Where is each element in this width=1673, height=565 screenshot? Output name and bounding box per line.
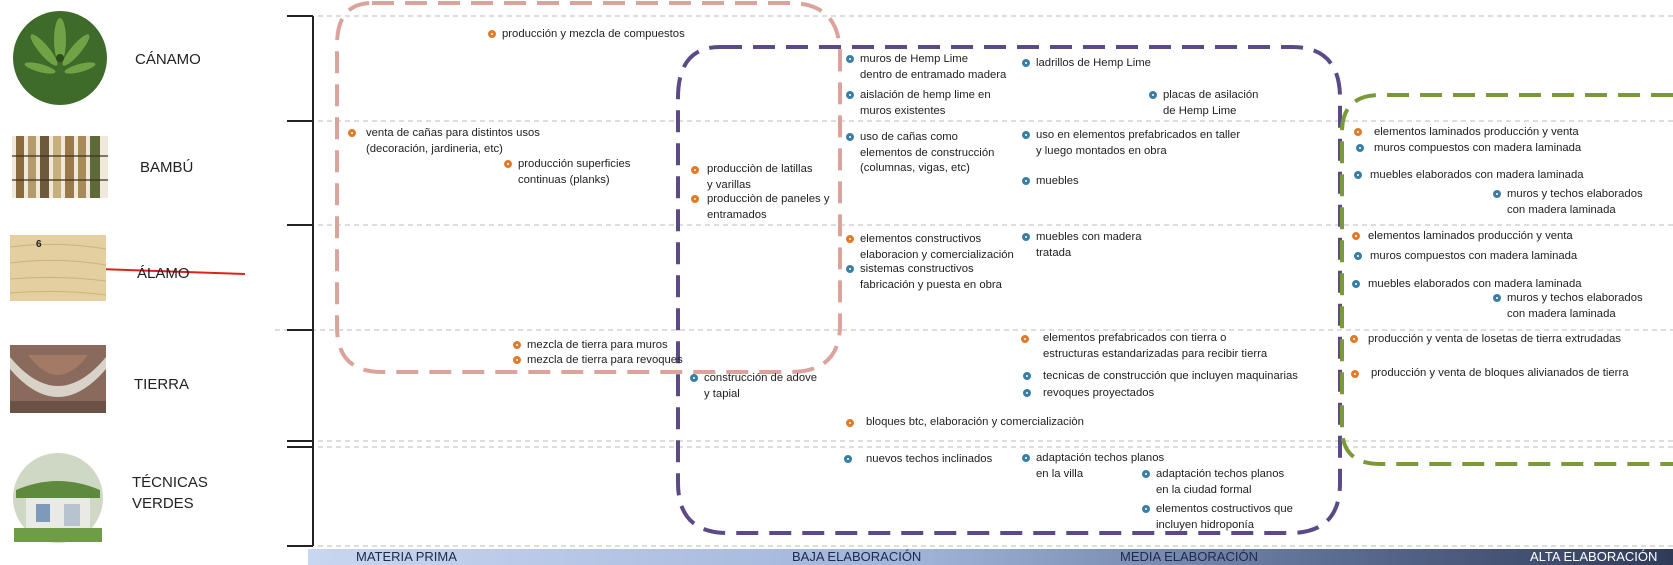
marker-dot: [1350, 335, 1358, 343]
marker-dot: [1493, 294, 1501, 302]
list-item: muros y techos elaborados con madera lam…: [1493, 187, 1643, 218]
marker-dot: [1022, 177, 1030, 185]
marker-dot: [844, 455, 852, 463]
marker-dot: [488, 30, 496, 38]
group-outline-pink: [335, 0, 842, 374]
list-item: aislación de hemp lime en muros existent…: [846, 88, 991, 119]
marker-dot: [513, 341, 521, 349]
marker-dot: [1023, 389, 1031, 397]
marker-dot: [504, 160, 512, 168]
list-item: muros de Hemp Lime dentro de entramado m…: [846, 52, 1006, 83]
list-item: mezcla de tierra para muros: [513, 338, 668, 354]
list-item: elementos laminados producción y venta: [1354, 125, 1579, 141]
marker-dot: [846, 91, 854, 99]
list-item: uso de cañas como elementos de construcc…: [846, 130, 994, 177]
list-item: producción y mezcla de compuestos: [488, 27, 685, 43]
list-item: elementos laminados producción y venta: [1352, 229, 1573, 245]
axis-label-baja-elaboracion: BAJA ELABORACIÓN: [792, 549, 922, 564]
axis-label-alta-elaboracion: ALTA ELABORACIÓN: [1530, 549, 1658, 564]
elaboration-axis-bar: [308, 549, 1673, 565]
marker-dot: [691, 195, 699, 203]
list-item: producción y venta de bloques alivianado…: [1351, 366, 1628, 382]
marker-dot: [846, 419, 854, 427]
marker-dot: [1023, 372, 1031, 380]
list-item: producción y venta de losetas de tierra …: [1350, 332, 1621, 348]
row-label-bambu: BAMBÚ: [140, 159, 194, 176]
marker-dot: [1022, 233, 1030, 241]
marker-dot: [1142, 470, 1150, 478]
marker-dot: [1354, 128, 1362, 136]
list-item: muros y techos elaborados con madera lam…: [1493, 291, 1643, 322]
row-label-alamo: ÁLAMO: [137, 265, 190, 282]
marker-dot: [1022, 454, 1030, 462]
row-bracket: [287, 15, 314, 547]
list-item: muros compuestos con madera laminada: [1356, 141, 1581, 157]
list-item: construcción de adove y tapial: [690, 371, 817, 402]
earth-layers-image: [10, 345, 106, 413]
marker-dot: [1352, 280, 1360, 288]
group-outline-purple: [676, 45, 1342, 535]
list-item: muebles elaborados con madera laminada: [1354, 168, 1584, 184]
group-outline-green: [1340, 93, 1673, 466]
wood-badge: 6: [36, 239, 42, 250]
row-label-tecnicas-verdes: TÉCNICAS VERDES: [132, 474, 208, 512]
marker-dot: [1022, 131, 1030, 139]
marker-dot: [1022, 59, 1030, 67]
marker-dot: [690, 374, 698, 382]
row-label-tierra: TIERRA: [134, 376, 190, 393]
list-item: uso en elementos prefabricados en taller…: [1022, 128, 1240, 159]
list-item: muebles: [1022, 174, 1079, 190]
list-item: muebles elaborados con madera laminada: [1352, 277, 1582, 293]
list-item: adaptación techos planos en la ciudad fo…: [1142, 467, 1284, 498]
list-item: venta de cañas para distintos usos (deco…: [348, 126, 540, 157]
marker-dot: [513, 356, 521, 364]
list-item: sistemas constructivos fabricación y pue…: [846, 262, 1002, 293]
list-item: elementos prefabricados con tierra o est…: [1021, 331, 1267, 362]
axis-label-materia-prima: MATERIA PRIMA: [356, 549, 457, 564]
marker-dot: [1351, 370, 1359, 378]
list-item: tecnicas de construcción que incluyen ma…: [1023, 369, 1298, 385]
row-separators: [275, 15, 1673, 547]
green-roof-image: [13, 453, 103, 543]
marker-dot: [348, 129, 356, 137]
marker-dot: [846, 55, 854, 63]
list-item: muros compuestos con madera laminada: [1354, 249, 1577, 265]
list-item: producciòn de latillas y varillas: [691, 162, 813, 193]
marker-dot: [1021, 335, 1029, 343]
list-item: producciòn de paneles y entramados: [691, 192, 829, 223]
list-item: elementos constructivos elaboracion y co…: [846, 232, 1014, 263]
list-item: nuevos techos inclinados: [844, 452, 992, 468]
list-item: producción superficies continuas (planks…: [504, 157, 630, 188]
marker-dot: [1352, 232, 1360, 240]
list-item: ladrillos de Hemp Lime: [1022, 56, 1151, 72]
marker-dot: [1142, 505, 1150, 513]
list-item: placas de asilación de Hemp Lime: [1149, 88, 1258, 119]
list-item: muebles con madera tratada: [1022, 230, 1142, 261]
list-item: bloques btc, elaboración y comercializac…: [846, 415, 1084, 431]
marker-dot: [691, 166, 699, 174]
marker-dot: [1354, 171, 1362, 179]
list-item: elementos costructivos que incluyen hidr…: [1142, 502, 1293, 533]
marker-dot: [846, 133, 854, 141]
marker-dot: [846, 265, 854, 273]
marker-dot: [1356, 144, 1364, 152]
marker-dot: [1149, 91, 1157, 99]
list-item: mezcla de tierra para revoques: [513, 353, 683, 369]
marker-dot: [1493, 190, 1501, 198]
poplar-wood-image: 6: [10, 235, 106, 301]
marker-dot: [1354, 252, 1362, 260]
axis-label-media-elaboracion: MEDIA ELABORACIÓN: [1120, 549, 1258, 564]
row-label-canamo: CÁNAMO: [135, 51, 201, 68]
list-item: revoques proyectados: [1023, 386, 1154, 402]
list-item: adaptación techos planos en la villa: [1022, 451, 1164, 482]
bamboo-canes-image: [12, 136, 108, 198]
marker-dot: [846, 235, 854, 243]
hemp-leaf-image: [13, 11, 107, 105]
